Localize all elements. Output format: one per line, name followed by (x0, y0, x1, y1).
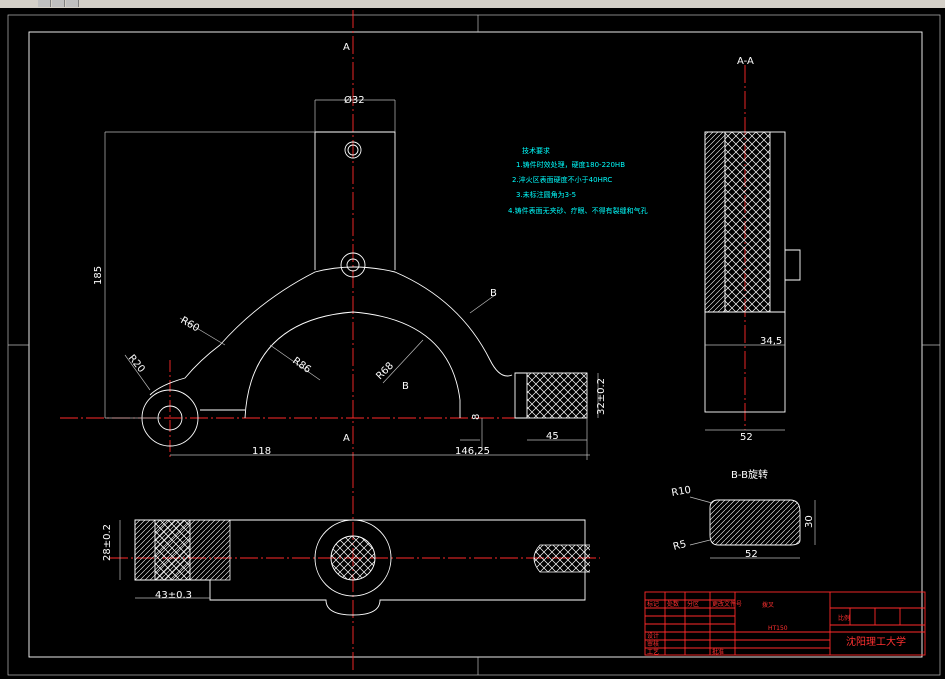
section-label-a-bottom: A (343, 433, 350, 444)
tb-cell: 标记 (647, 600, 659, 608)
notes-title: 技术要求 (522, 146, 550, 155)
tb-bottom-label: 审核 (647, 640, 659, 648)
top-view-outline (134, 519, 586, 616)
dim-32-tol: 32±0.2 (596, 378, 607, 415)
dim-8: 8 (471, 414, 482, 420)
dim-28-tol: 28±0.2 (102, 524, 113, 561)
dim-52-bb: 52 (745, 549, 758, 560)
fork-outer-arc (219, 266, 513, 377)
bb-section-shape (709, 499, 801, 546)
dim-43-tol: 43±0.3 (155, 590, 192, 601)
dim-34-5: 34,5 (760, 336, 782, 347)
fork-inner-arc (244, 311, 461, 419)
tb-bottom-label: 设计 (647, 632, 659, 640)
jaw-knurl (526, 372, 588, 419)
tb-cell: 分区 (687, 600, 699, 608)
dim-r20: R20 (126, 353, 147, 375)
dim-146-25: 146,25 (455, 446, 490, 457)
section-label-b-lower: B (402, 381, 409, 392)
note-line: 1.铸件时效处理，硬度180-220HB (516, 160, 625, 169)
section-label-bb: B-B旋转 (731, 468, 768, 481)
toolbar-button[interactable] (38, 0, 51, 7)
section-label-aa: A-A (737, 56, 754, 67)
note-line: 2.淬火区表面硬度不小于40HRC (512, 175, 612, 184)
tb-part-name: 拨叉 (762, 601, 774, 609)
dim-diameter-32: Ø32 (344, 94, 365, 106)
dim-118: 118 (252, 446, 271, 457)
note-line: 4.铸件表面无夹砂、疗眼、不得有裂缝和气孔 (508, 206, 648, 215)
dim-r10: R10 (671, 485, 692, 499)
dim-r68: R68 (374, 360, 396, 382)
side-view-aa (704, 65, 801, 431)
top-view (110, 470, 600, 670)
tb-scale: 比例 (838, 614, 850, 622)
middle-hole (340, 252, 366, 278)
section-label-a-top: A (343, 42, 350, 53)
upper-boss (314, 131, 396, 270)
tb-cell: 更改文件号 (712, 600, 742, 608)
dim-r60: R60 (179, 315, 202, 334)
dim-r5: R5 (672, 539, 688, 553)
top-view-boss (314, 519, 392, 597)
section-bb (689, 496, 816, 559)
window-toolbar-strip (0, 0, 945, 8)
dim-45: 45 (546, 431, 559, 442)
toolbar-button[interactable] (52, 0, 65, 7)
tb-material: HT150 (768, 625, 788, 632)
frame-zone-ticks (8, 15, 940, 675)
tb-bottom-label: 批准 (712, 648, 724, 656)
title-block (644, 591, 926, 656)
toolbar-button[interactable] (66, 0, 79, 7)
dim-185: 185 (93, 266, 104, 285)
tb-cell: 处数 (667, 600, 679, 608)
section-label-b-upper: B (490, 288, 497, 299)
note-line: 3.未标注圆角为3-5 (516, 190, 576, 199)
dim-52-side: 52 (740, 432, 753, 443)
tb-bottom-label: 工艺 (647, 648, 659, 656)
tb-school: 沈阳理工大学 (846, 635, 906, 648)
front-view (60, 10, 599, 470)
upper-hole (344, 141, 362, 159)
inner-frame (28, 31, 923, 658)
dim-30: 30 (804, 515, 815, 528)
